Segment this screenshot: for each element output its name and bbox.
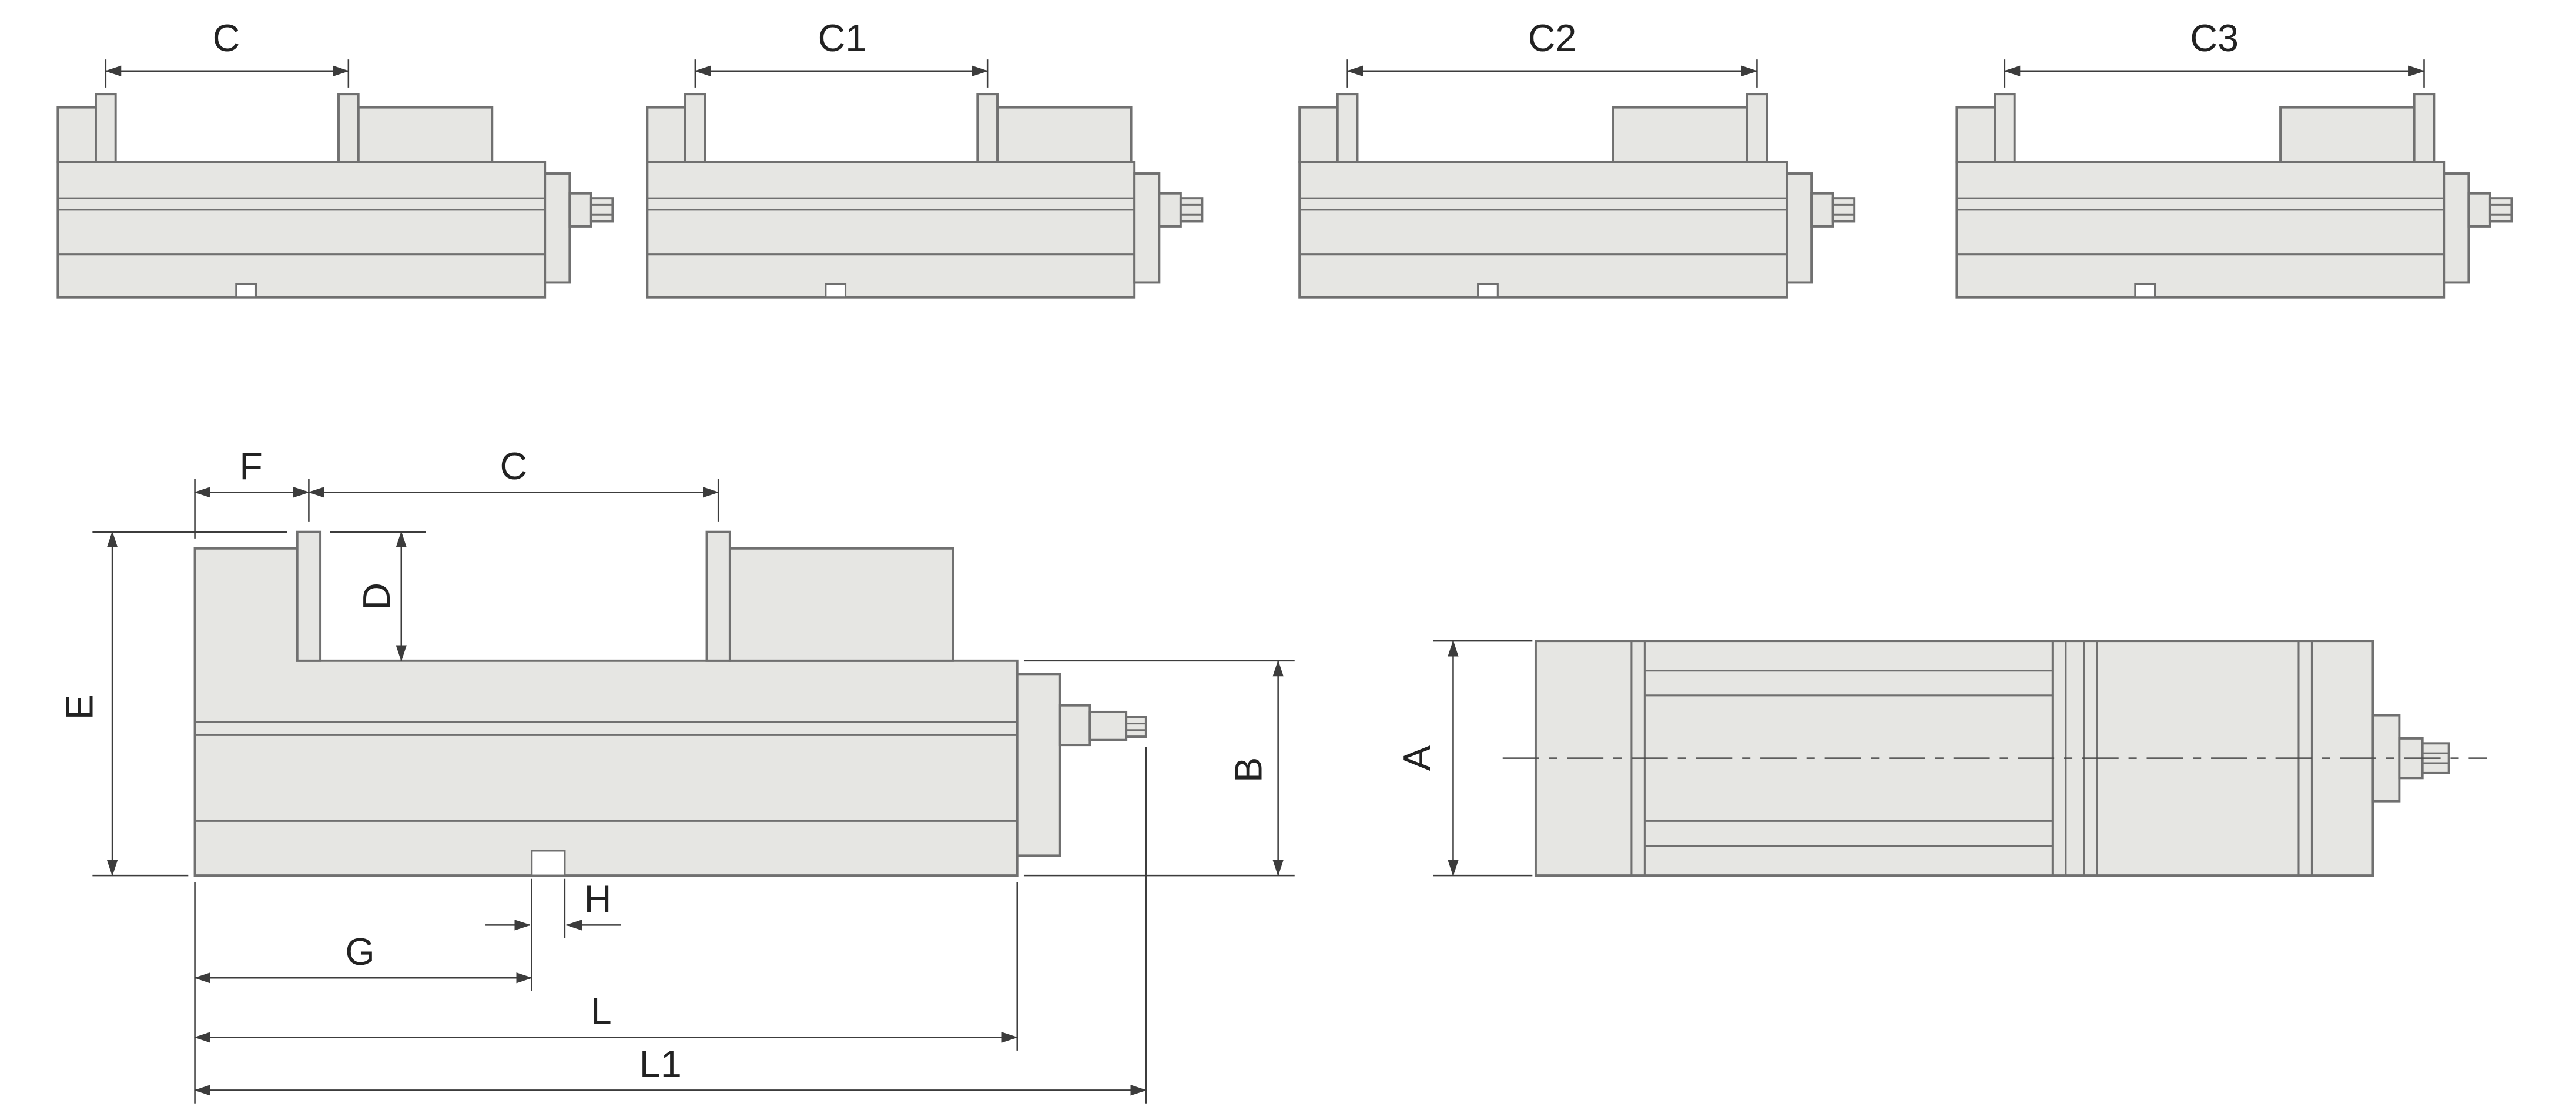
dimension-l: L [194,882,1019,1051]
dim-label-c2: C2 [1528,17,1577,59]
base-slot [531,850,566,877]
dimension-h: H [485,878,621,938]
side-view: F C D E B [58,445,1295,1104]
dimension-l1: L1 [194,746,1147,1104]
dim-label-h: H [584,878,612,920]
jaw-config-view-c1: C1 [646,17,1204,299]
dim-label-b: B [1228,757,1270,783]
movable-jaw [337,93,494,163]
movable-jaw [1612,93,1768,163]
screw-shaft [1088,710,1128,741]
fixed-jaw-plate [296,530,322,662]
dimension-d: D [330,531,426,662]
jaw-config-view-c: C [56,17,614,299]
screw-bracket [1016,673,1061,857]
movable-jaw [2279,93,2436,163]
dimension-g: G [194,878,533,1104]
vise-body [56,93,614,299]
dim-label-c: C [213,17,240,59]
dimension-c-side: C [308,445,719,522]
dim-label-c3: C3 [2190,17,2239,59]
dimension-e: E [58,531,287,877]
dim-label-c-side: C [500,445,527,487]
dimension-c: C [105,17,350,88]
plan-view: A [1396,640,2487,877]
jaw-config-view-c2: C2 [1298,17,1856,299]
dimension-c3: C3 [2004,17,2425,88]
movable-jaw-plate [705,530,731,662]
screw-collar [1058,704,1091,747]
dim-label-l1: L1 [639,1043,682,1085]
dim-label-e: E [58,694,101,720]
dimension-a: A [1396,640,1533,877]
dim-label-a: A [1396,745,1438,771]
dim-label-l: L [591,990,612,1032]
vise-body [1298,93,1856,299]
dimension-b: B [1023,660,1295,877]
screw-tip [1125,716,1147,738]
dim-label-f: F [239,445,262,487]
dim-label-d: D [356,583,398,610]
movable-jaw-block [728,547,954,662]
dim-label-g: G [345,931,374,973]
dimension-c1: C1 [694,17,989,88]
dimension-c2: C2 [1346,17,1758,88]
dim-label-c1: C1 [818,17,867,59]
movable-jaw [976,93,1133,163]
jaw-config-view-c3: C3 [1955,17,2513,299]
dimension-f: F [194,445,310,539]
